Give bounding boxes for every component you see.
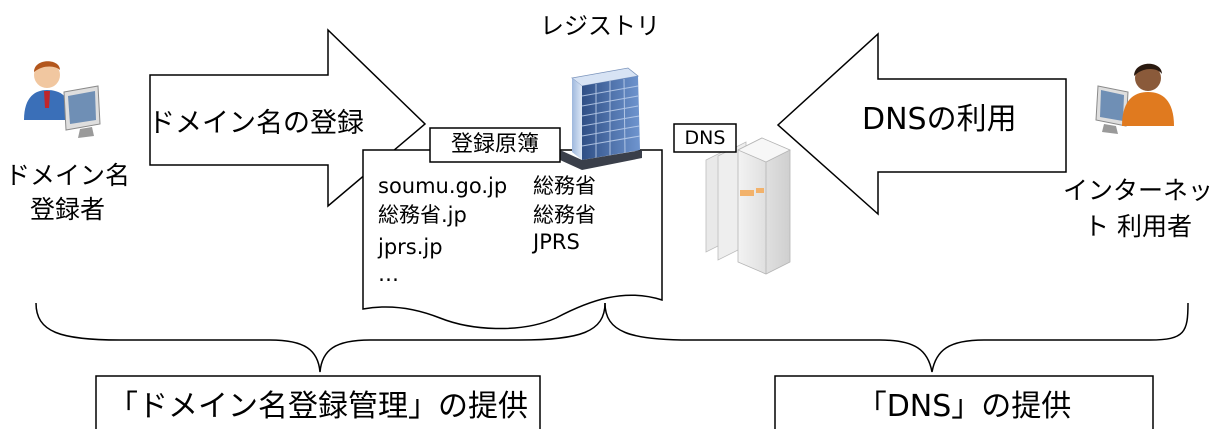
ledger-title-box — [429, 127, 561, 163]
registry-building-icon — [560, 67, 642, 170]
right-curly-brace — [604, 302, 1189, 373]
dns-usage-arrow — [776, 32, 1067, 216]
dns-service-box — [774, 375, 1154, 429]
internet-user-person-icon — [1095, 63, 1174, 134]
left-curly-brace — [35, 302, 606, 373]
internet-user-label: インターネッ ト 利用者 — [1062, 176, 1213, 241]
registration-arrow-label: ドメイン名の登録 — [148, 108, 364, 139]
registry-title: レジストリ — [540, 12, 660, 40]
ledger-title: 登録原簿 — [450, 132, 539, 157]
ledger-row-domain: jprs.jp — [378, 235, 443, 259]
dns-server-icon — [705, 137, 791, 275]
dns-usage-arrow-label: DNSの利用 — [862, 102, 1017, 137]
domain-management-box — [95, 375, 541, 429]
ledger-row-domain: soumu.go.jp — [378, 174, 508, 198]
dns-tag-box — [673, 123, 737, 153]
registrant-label: ドメイン名 登録者 — [4, 161, 130, 224]
ledger-row-domain: 総務省.jp — [378, 203, 467, 227]
ledger-document — [362, 149, 663, 330]
dns-server-tag: DNS — [684, 126, 726, 149]
ledger-row-owner: 総務省 — [533, 203, 596, 227]
registrant-person-icon — [24, 61, 101, 138]
dns-service-label: 「DNS」の提供 — [856, 389, 1072, 424]
ledger-row-owner: JPRS — [533, 230, 580, 254]
ledger-row-domain: … — [378, 262, 399, 286]
domain-management-service-label: 「ドメイン名登録管理」の提供 — [108, 389, 528, 424]
ledger-row-owner: 総務省 — [533, 174, 596, 198]
